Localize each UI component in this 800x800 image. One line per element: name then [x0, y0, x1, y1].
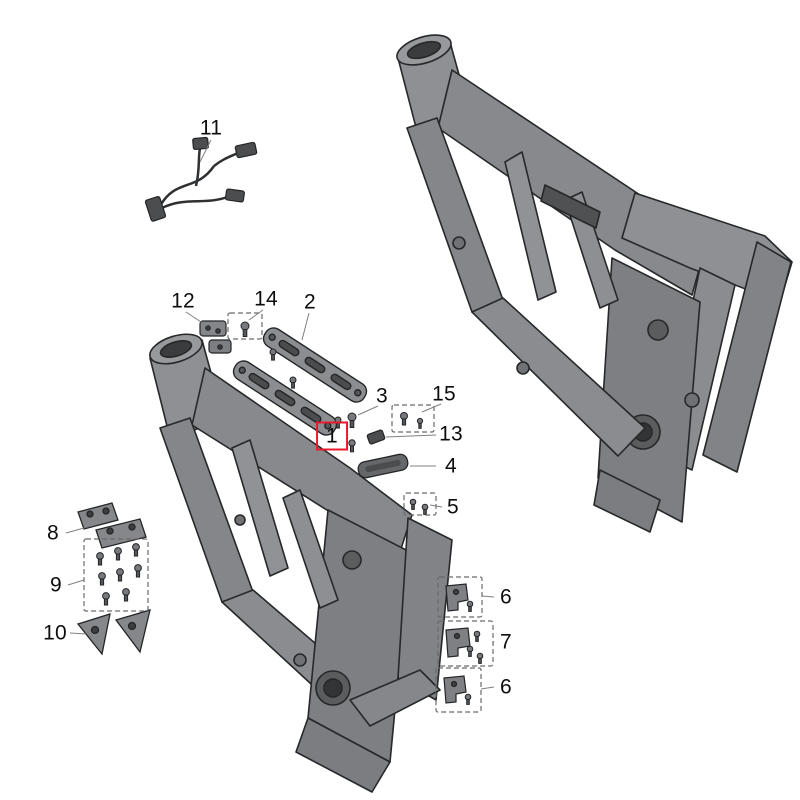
fastener-bolts — [96, 321, 484, 705]
callout-13[interactable]: 13 — [439, 422, 463, 446]
callout-5[interactable]: 5 — [447, 495, 459, 519]
frame-illustration-left — [149, 333, 453, 793]
part-11-wiring-harness — [144, 136, 258, 222]
callout-2[interactable]: 2 — [304, 290, 316, 314]
part-2-mounting-plates — [232, 327, 368, 436]
callout-11[interactable]: 11 — [199, 116, 223, 140]
grouping-boxes — [83, 312, 494, 713]
callout-12[interactable]: 12 — [171, 289, 195, 313]
callout-15[interactable]: 15 — [432, 382, 456, 406]
part-7-bracket — [445, 627, 471, 658]
leader-lines — [65, 139, 495, 690]
part-8-brackets — [77, 502, 147, 549]
callout-9[interactable]: 9 — [50, 573, 62, 597]
part-6-bracket-top — [445, 583, 469, 612]
callout-3[interactable]: 3 — [376, 384, 388, 408]
callout-6-top[interactable]: 6 — [500, 585, 512, 609]
part-13-clip — [366, 429, 386, 445]
callout-7[interactable]: 7 — [500, 630, 512, 654]
callout-14[interactable]: 14 — [254, 287, 278, 311]
callout-8[interactable]: 8 — [47, 521, 59, 545]
part-4-rubber-pad — [357, 453, 409, 479]
callout-4[interactable]: 4 — [445, 454, 457, 478]
part-12-brackets — [199, 320, 232, 354]
callout-1-selected[interactable]: 1 — [316, 421, 348, 451]
callout-10[interactable]: 10 — [43, 621, 67, 645]
part-10-gusset-plates — [76, 609, 151, 656]
frame-illustration-right — [396, 34, 793, 533]
part-6-bracket-bottom — [443, 675, 467, 704]
callout-6-bottom[interactable]: 6 — [500, 675, 512, 699]
